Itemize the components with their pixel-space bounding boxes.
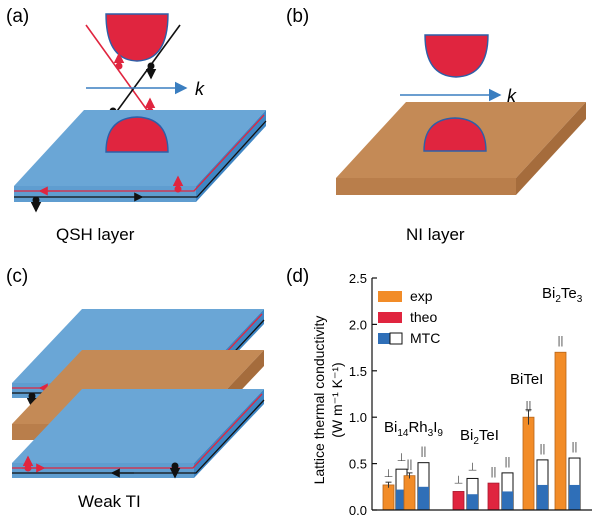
material-label-bi2te3: Bi2Te3 [542, 285, 583, 305]
direction-label: || [421, 446, 427, 458]
bar-mtc-lower [467, 494, 478, 510]
direction-label: || [526, 400, 532, 412]
y-tick-label: 2.0 [349, 317, 367, 332]
panel-c-tag: (c) [6, 266, 28, 287]
panel-a-tag: (a) [6, 6, 29, 27]
legend-swatch-mtc-white [389, 332, 403, 345]
bar-exp [522, 416, 535, 511]
legend-label: exp [410, 288, 433, 304]
direction-label: || [540, 443, 546, 455]
panel-a: (a) k QSH layer [6, 6, 267, 244]
weak-ti-slab3-top [12, 389, 264, 463]
panel-a-caption: QSH layer [56, 225, 135, 244]
chart-ylabel-line1: Lattice thermal conductivity [311, 316, 327, 485]
k-label-b: k [507, 86, 517, 106]
panel-c: (c) Weak TI [6, 266, 265, 511]
panel-d: (d) Lattice thermal conductivity (W m⁻¹ … [286, 266, 592, 518]
panel-b: (b) k NI layer [286, 6, 586, 244]
weak-ti-slab3-front [12, 463, 194, 478]
edge-black-c3 [12, 399, 265, 474]
direction-label: ⊥ [468, 461, 478, 473]
bar-mtc-lower [537, 484, 548, 510]
conduction-band-b [424, 34, 489, 78]
edge-state-red-a [14, 114, 265, 192]
bar-mtc-lower [418, 486, 429, 510]
bar-exp [554, 351, 567, 511]
conduction-band-a [105, 13, 169, 62]
direction-label: ⊥ [397, 452, 407, 464]
bar-theo [452, 491, 465, 511]
panel-b-caption: NI layer [406, 225, 465, 244]
k-label-a: k [195, 79, 205, 99]
material-label-bi2tei: Bi2TeI [460, 427, 499, 447]
direction-label: || [505, 456, 511, 468]
y-tick-label: 0.0 [349, 503, 367, 518]
material-label-bitei: BiTeI [510, 371, 543, 388]
edge-red-c3 [12, 393, 263, 469]
ni-slab-front [336, 178, 516, 195]
spin-up-red-c3 [22, 455, 34, 472]
spin-up-red-a3 [172, 175, 184, 193]
edge-state-black-a [14, 120, 267, 198]
y-tick-label: 1.5 [349, 364, 367, 379]
spin-down-black-a1 [145, 62, 157, 80]
bar-mtc-lower [569, 484, 580, 510]
spin-down-black-a3 [30, 196, 42, 213]
legend-swatch-theo [378, 312, 402, 323]
bar-mtc-lower [502, 491, 513, 510]
y-tick-label: 2.5 [349, 271, 367, 286]
y-tick-label: 1.0 [349, 410, 367, 425]
chart-ylabel-line2: (W m⁻¹ K⁻¹) [329, 362, 345, 437]
spin-down-black-c3 [169, 462, 181, 479]
bar-theo [487, 482, 500, 511]
legend-label: theo [410, 309, 437, 325]
direction-label: || [572, 441, 578, 453]
ni-slab-side [516, 102, 586, 195]
bar-exp [382, 484, 395, 511]
direction-label: ⊥ [384, 468, 394, 480]
panel-b-tag: (b) [286, 6, 309, 27]
y-tick-label: 0.5 [349, 457, 367, 472]
panel-c-caption: Weak TI [78, 492, 141, 511]
legend-swatch-exp [378, 291, 402, 302]
chart-bars: ⊥⊥||||⊥⊥|||||||||||| [382, 335, 581, 511]
direction-label: || [491, 466, 497, 478]
chart-y-ticks: 0.0 0.5 1.0 1.5 2.0 2.5 [349, 271, 377, 518]
direction-label: || [558, 335, 564, 347]
spin-up-red-a1 [113, 52, 125, 70]
bar-exp [403, 475, 416, 511]
panel-d-tag: (d) [286, 266, 309, 287]
legend-label: MTC [410, 330, 440, 346]
direction-label: ⊥ [454, 474, 464, 486]
legend-swatch-mtc-blue [378, 333, 390, 344]
bar-mtc-lower [396, 489, 407, 510]
direction-label: || [407, 459, 413, 471]
qsh-slab-front [14, 186, 196, 202]
material-label-bi14rh3i9: Bi14Rh3I9 [384, 419, 443, 439]
valence-band-a [105, 116, 169, 153]
valence-band-b [423, 117, 487, 152]
